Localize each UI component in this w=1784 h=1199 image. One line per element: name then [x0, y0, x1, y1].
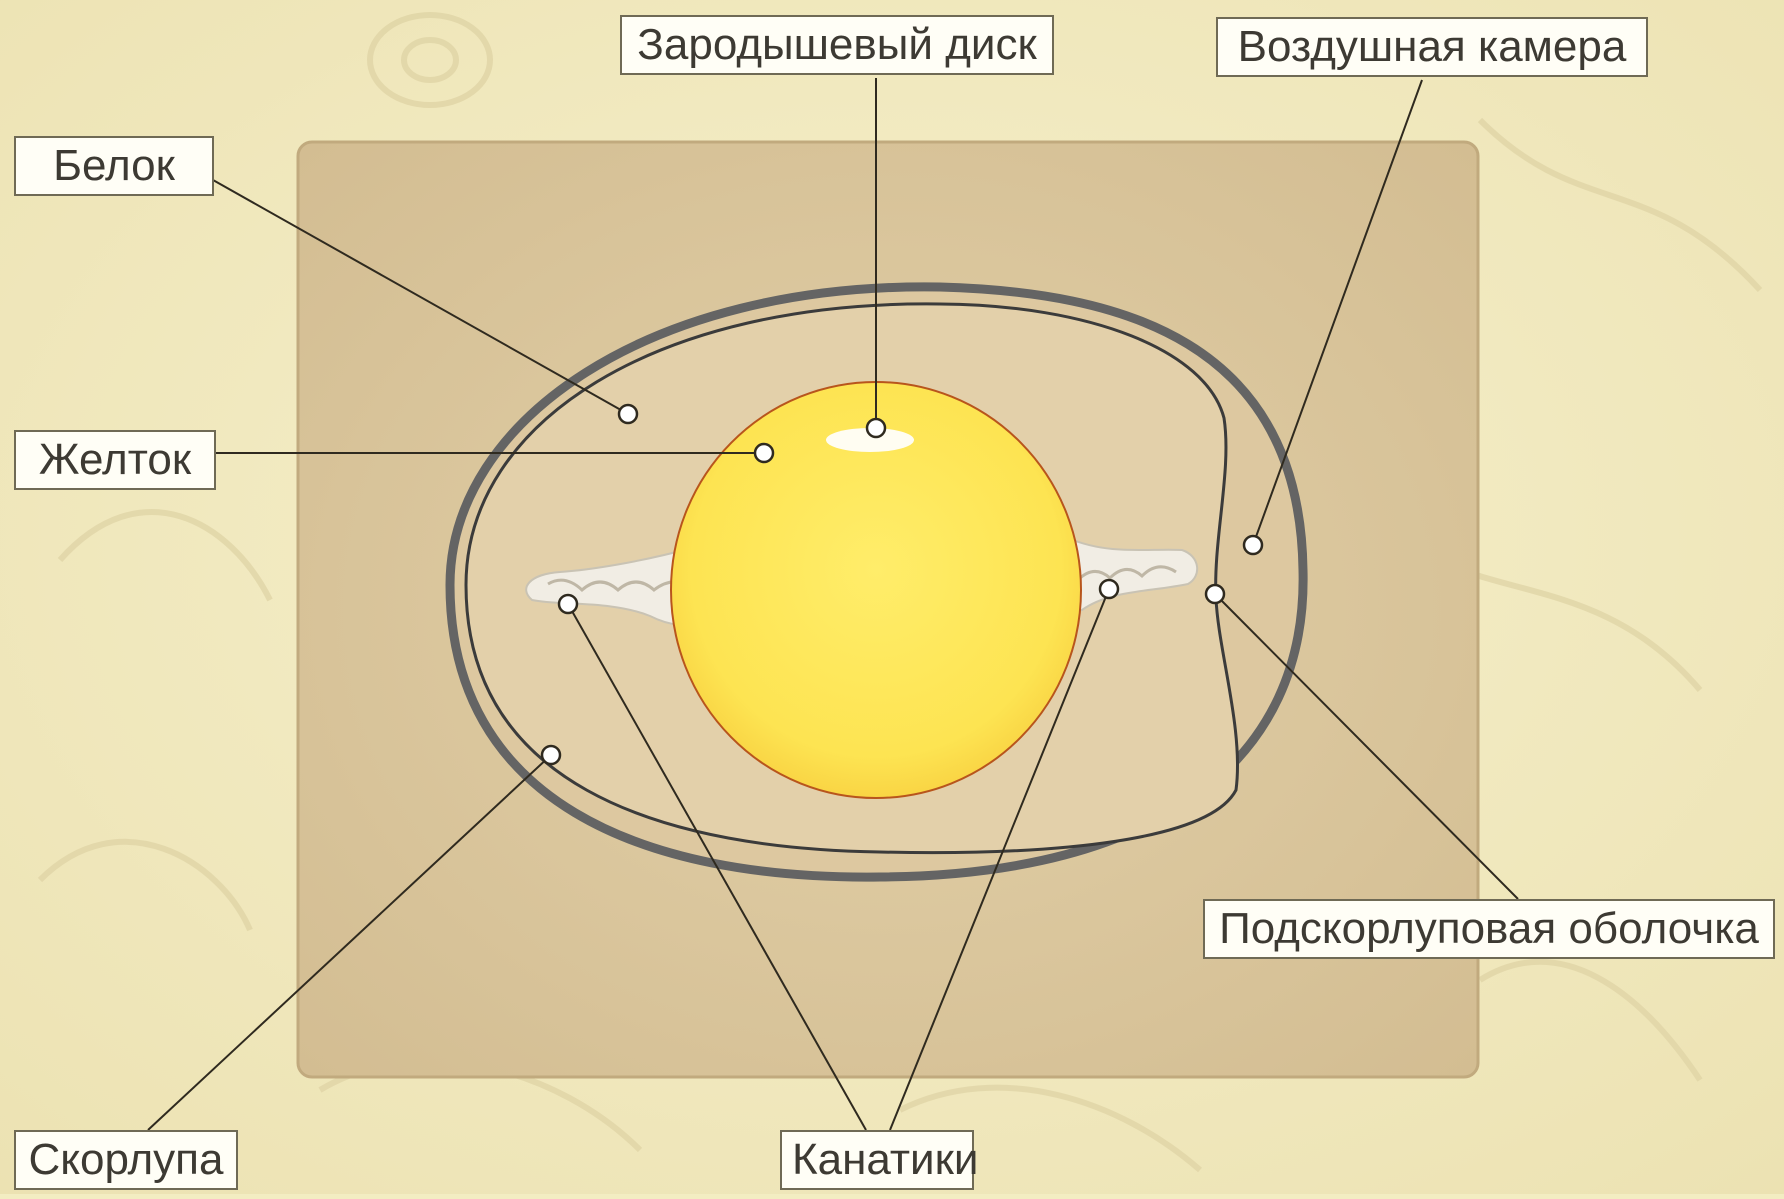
label-chalazae: Канатики	[780, 1130, 974, 1190]
label-shell-membrane: Подскорлуповая оболочка	[1203, 899, 1775, 959]
label-white: Белок	[14, 136, 214, 196]
label-air-cell: Воздушная камера	[1216, 17, 1648, 77]
label-yolk: Желток	[14, 430, 216, 490]
label-germinal-disc: Зародышевый диск	[620, 15, 1054, 75]
label-shell: Скорлупа	[14, 1130, 238, 1190]
